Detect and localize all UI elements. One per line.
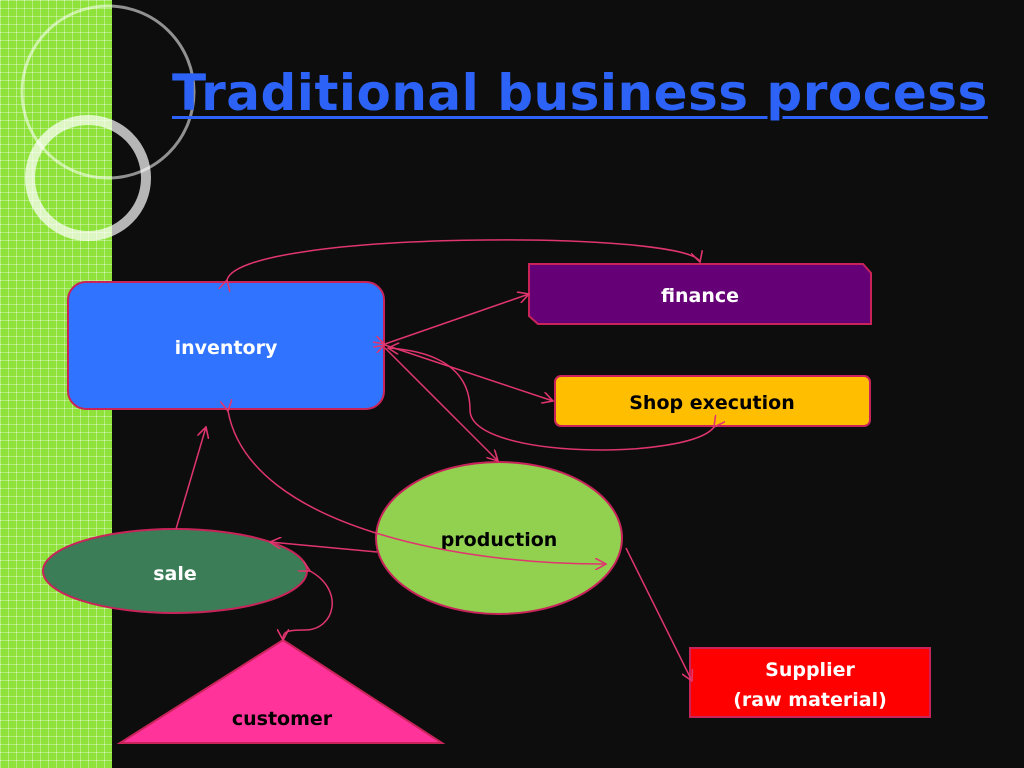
arrow-sale-customer-loop	[283, 571, 333, 640]
customer-triangle	[116, 638, 446, 744]
supplier-label-line2: (raw material)	[733, 689, 887, 711]
inventory-label: inventory	[175, 337, 278, 359]
supplier-label-line1: Supplier	[765, 659, 855, 681]
finance-label: finance	[661, 285, 739, 307]
arrow-inventory-finance	[385, 294, 529, 344]
supplier-box	[689, 647, 931, 718]
arrow-inventory-production	[384, 347, 498, 461]
deco-ring-large	[20, 4, 196, 180]
sale-label: sale	[153, 563, 197, 585]
slide-title: Traditional business process	[172, 64, 988, 122]
arrow-inventory-production-curve	[228, 411, 606, 564]
decorative-rings	[20, 4, 196, 241]
shop-execution-label: Shop execution	[629, 392, 794, 414]
deco-ring-small	[25, 115, 151, 241]
customer-label: customer	[232, 708, 333, 730]
production-label: production	[441, 529, 558, 551]
arrow-sale-inventory	[175, 427, 206, 530]
arrow-finance-inventory-top	[227, 239, 700, 280]
arrow-production-supplier	[625, 547, 692, 681]
arrow-production-sale	[270, 542, 378, 553]
